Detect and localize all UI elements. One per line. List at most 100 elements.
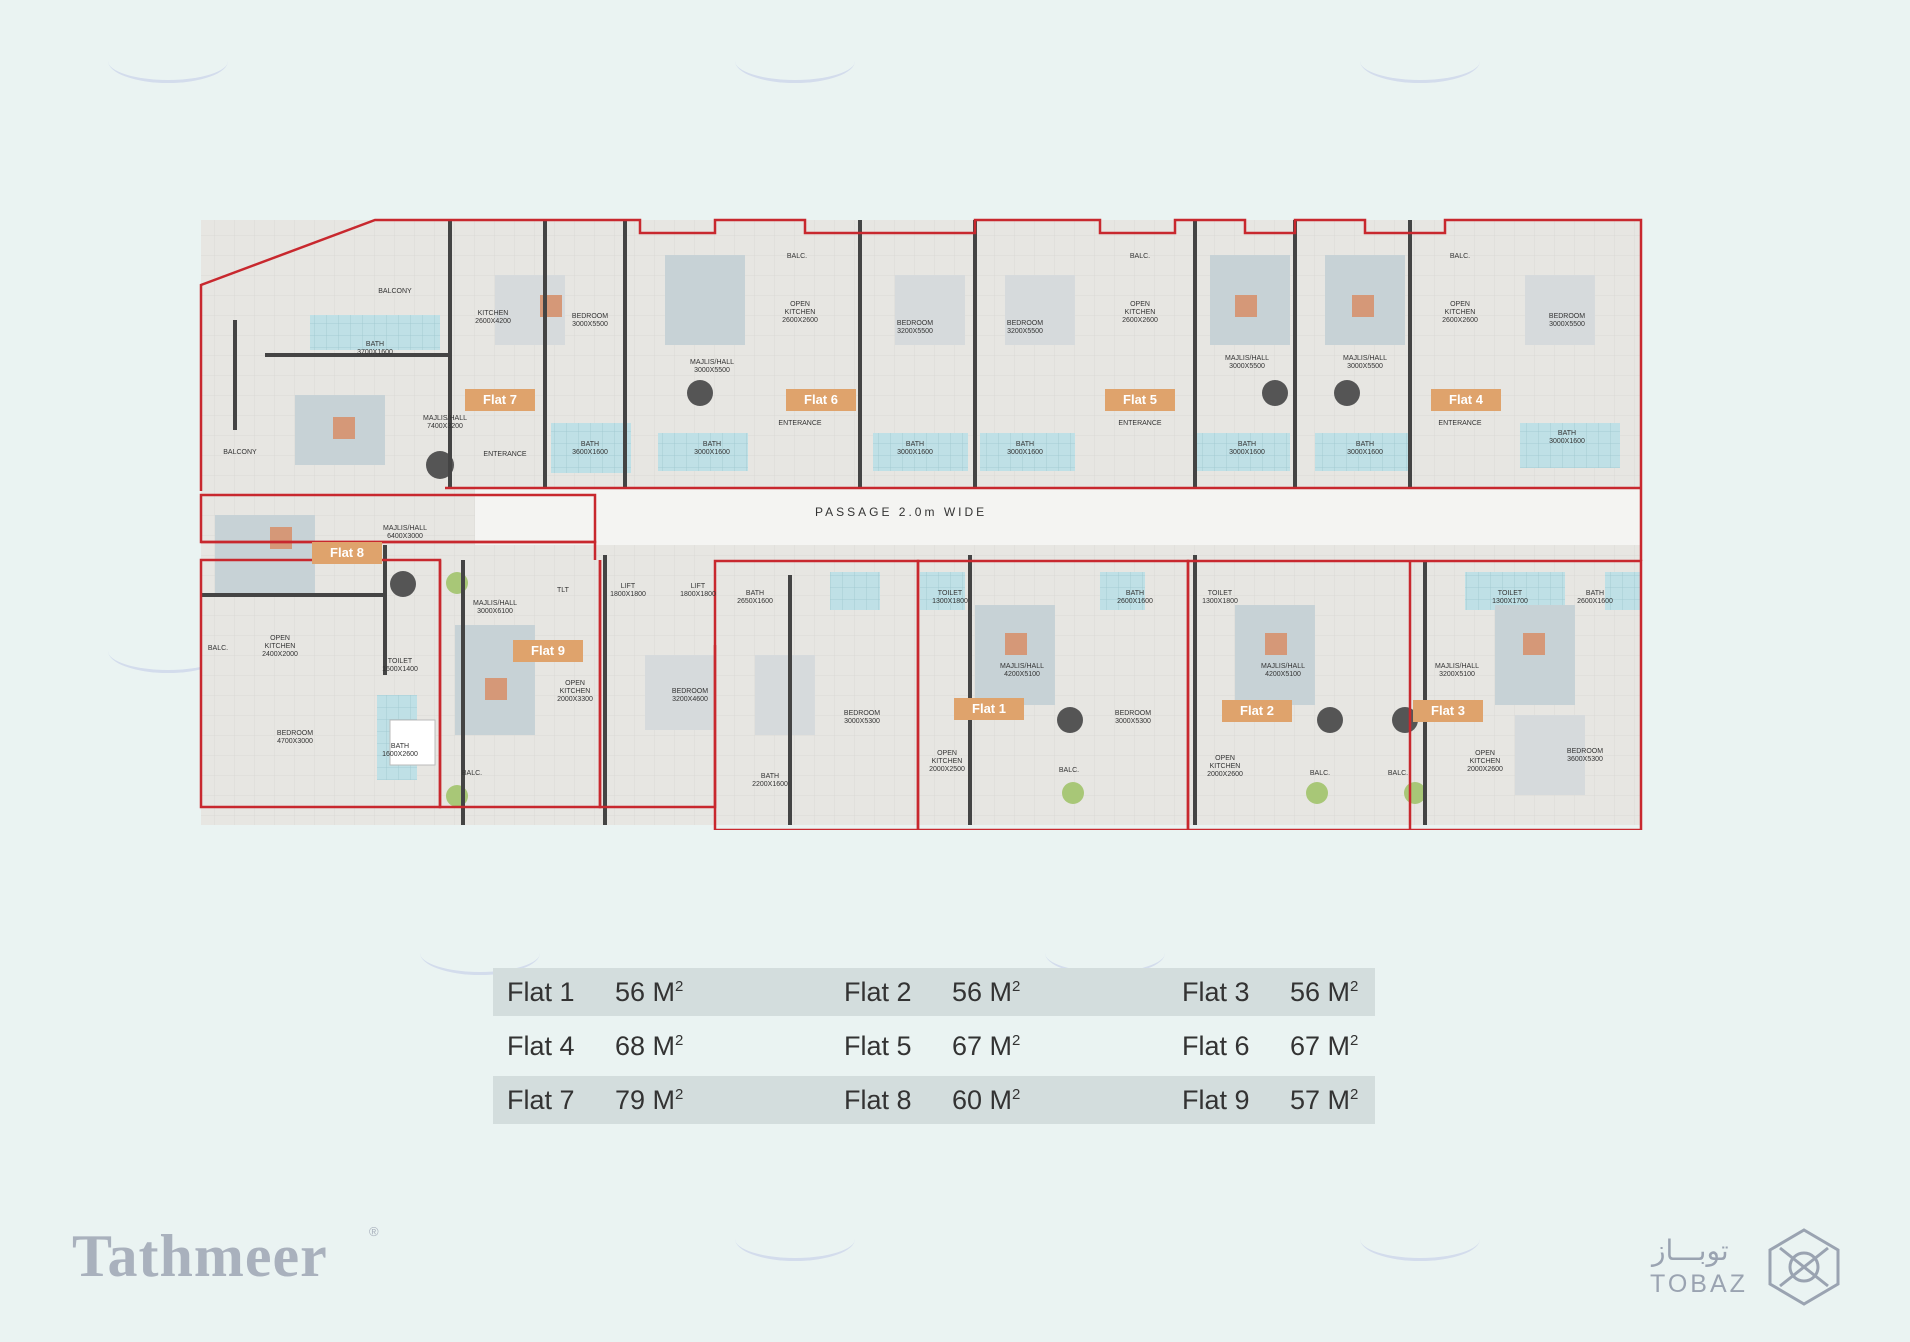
- room-label: BATH 3000X1600: [897, 441, 933, 457]
- room-label: BALC.: [207, 645, 229, 652]
- room-label: TOILET 1300X1700: [1492, 590, 1528, 606]
- room-label: BALC.: [786, 253, 808, 260]
- flat-area: 68 M2: [615, 1030, 684, 1061]
- room-label: BATH 3000X1600: [1007, 441, 1043, 457]
- flat-tag-5: Flat 5: [1105, 389, 1175, 411]
- area-cell: Flat 3 56 M2: [1182, 977, 1372, 1008]
- room-label: MAJLIS/HALL 4200X5100: [1261, 663, 1305, 679]
- room-label: OPEN KITCHEN 2000X2600: [1207, 755, 1243, 779]
- flat-name: Flat 1: [507, 976, 575, 1007]
- room-label: MAJLIS/HALL 4200X5100: [1000, 663, 1044, 679]
- room-label: KITCHEN 2600X4200: [475, 310, 511, 326]
- flat-area: 60 M2: [952, 1084, 1021, 1115]
- flat-tag-2: Flat 2: [1222, 700, 1292, 722]
- room-label: MAJLIS/HALL 3200X5100: [1435, 663, 1479, 679]
- room-label: MAJLIS/HALL 3000X5500: [1225, 355, 1269, 371]
- room-label: BATH 2600X1600: [1117, 590, 1153, 606]
- decor-wave: [420, 950, 540, 975]
- room-label: BALC.: [461, 770, 483, 777]
- room-label: MAJLIS/HALL 6400X3000: [383, 525, 427, 541]
- room-label: TOILET 1300X1800: [932, 590, 968, 606]
- room-label: BEDROOM 3600X5300: [1566, 748, 1604, 764]
- flat-area: 79 M2: [615, 1084, 684, 1115]
- decor-wave: [735, 1236, 855, 1261]
- flat-tag-8: Flat 8: [312, 542, 382, 564]
- flat-tag-1: Flat 1: [954, 698, 1024, 720]
- flat-name: Flat 3: [1182, 976, 1250, 1007]
- flat-tag-7: Flat 7: [465, 389, 535, 411]
- room-label: BEDROOM 3200X4600: [671, 688, 709, 704]
- room-label: LIFT 1800X1800: [610, 583, 646, 599]
- room-label: BATH 3000X1600: [1229, 441, 1265, 457]
- floor-plan: PASSAGE 2.0m WIDE Flat 7 Flat 6 Flat 5 F…: [195, 215, 1647, 830]
- room-label: BATH 2200X1600: [752, 773, 788, 789]
- room-label: LIFT 1800X1800: [680, 583, 716, 599]
- area-cell: Flat 5 67 M2: [844, 1031, 1182, 1062]
- flat-area: 56 M2: [952, 976, 1021, 1007]
- room-label: TOILET 1300X1800: [1202, 590, 1238, 606]
- room-label: BATH 3700X1600: [357, 341, 393, 357]
- flat-tag-4: Flat 4: [1431, 389, 1501, 411]
- flat-tag-9: Flat 9: [513, 640, 583, 662]
- room-label: BALC.: [1387, 770, 1409, 777]
- flat-area: 67 M2: [1290, 1030, 1359, 1061]
- flat-tag-6: Flat 6: [786, 389, 856, 411]
- flat-name: Flat 6: [1182, 1030, 1250, 1061]
- registered-mark: ®: [369, 1224, 379, 1239]
- room-label: BALC.: [1058, 767, 1080, 774]
- flat-name: Flat 8: [844, 1084, 912, 1115]
- decor-wave: [108, 58, 228, 83]
- room-label: BEDROOM 3000X5300: [843, 710, 881, 726]
- flat-area: 56 M2: [1290, 976, 1359, 1007]
- passage-label: PASSAGE 2.0m WIDE: [815, 505, 988, 519]
- room-label: ENTERANCE: [778, 420, 822, 427]
- room-label: TOILET 1600X1400: [382, 658, 418, 674]
- flat-tag-3: Flat 3: [1413, 700, 1483, 722]
- flat-area: 67 M2: [952, 1030, 1021, 1061]
- area-cell: Flat 1 56 M2: [493, 977, 844, 1008]
- room-label: MAJLIS/HALL 3000X5500: [1343, 355, 1387, 371]
- tobaz-arabic-name: توبـــاز: [1652, 1234, 1729, 1267]
- room-label: OPEN KITCHEN 2000X2500: [929, 750, 965, 774]
- flat-area: 56 M2: [615, 976, 684, 1007]
- tathmeer-logo: Tathmeer: [72, 1223, 328, 1289]
- decor-wave: [1360, 58, 1480, 83]
- room-label: BEDROOM 4700X3000: [276, 730, 314, 746]
- room-label: ENTERANCE: [1438, 420, 1482, 427]
- room-label: BALCONY: [378, 288, 412, 295]
- decor-wave: [1360, 1236, 1480, 1261]
- room-label: OPEN KITCHEN 2400X2000: [262, 635, 298, 659]
- flat-name: Flat 9: [1182, 1084, 1250, 1115]
- room-label: BALCONY: [223, 449, 257, 456]
- room-label: MAJLIS/HALL 3000X5500: [690, 359, 734, 375]
- room-label: BEDROOM 3000X5500: [571, 313, 609, 329]
- area-cell: Flat 8 60 M2: [844, 1085, 1182, 1116]
- decor-wave: [108, 648, 228, 673]
- room-label: BATH 3600X1600: [572, 441, 608, 457]
- room-label: ENTERANCE: [1118, 420, 1162, 427]
- room-label: BEDROOM 3000X5300: [1114, 710, 1152, 726]
- decor-wave: [735, 58, 855, 83]
- room-label: BATH 3000X1600: [694, 441, 730, 457]
- room-label: OPEN KITCHEN 2600X2600: [1122, 301, 1158, 325]
- room-label: BALC.: [1309, 770, 1331, 777]
- room-label: BATH 2600X1600: [1577, 590, 1613, 606]
- room-label: OPEN KITCHEN 2600X2600: [1442, 301, 1478, 325]
- room-label: BEDROOM 3000X5500: [1548, 313, 1586, 329]
- room-label: ENTERANCE: [483, 451, 527, 458]
- area-cell: Flat 6 67 M2: [1182, 1031, 1372, 1062]
- room-label: OPEN KITCHEN 2600X2600: [782, 301, 818, 325]
- area-cell: Flat 7 79 M2: [493, 1085, 844, 1116]
- room-label: OPEN KITCHEN 2000X2600: [1467, 750, 1503, 774]
- room-label: BEDROOM 3200X5500: [1006, 320, 1044, 336]
- room-label: MAJLIS/HALL 3000X6100: [473, 600, 517, 616]
- room-label: BALC.: [1449, 253, 1471, 260]
- room-label: BATH 1600X2600: [382, 743, 418, 759]
- flat-name: Flat 5: [844, 1030, 912, 1061]
- flat-name: Flat 7: [507, 1084, 575, 1115]
